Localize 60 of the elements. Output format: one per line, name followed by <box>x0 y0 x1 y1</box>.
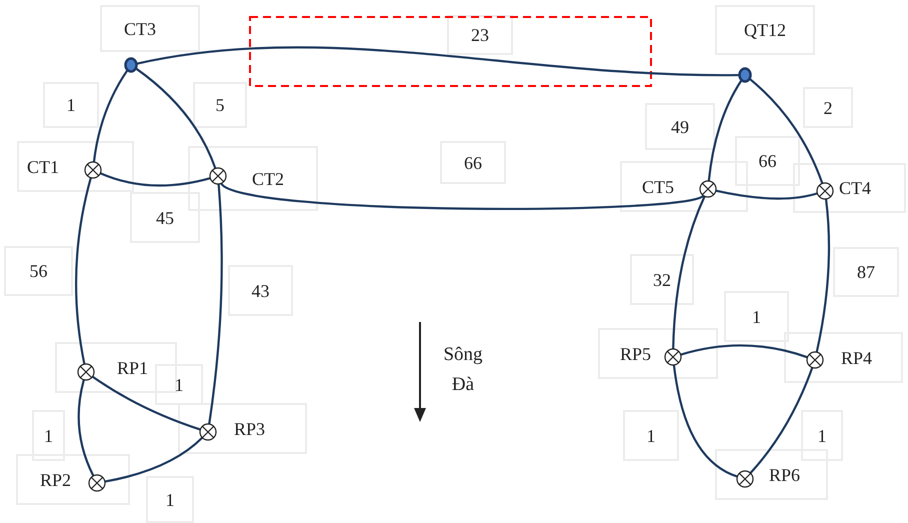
pipe-line <box>748 78 824 184</box>
pipe-line <box>680 344 808 358</box>
node-label: RP2 <box>16 454 130 505</box>
valve-symbol <box>77 363 95 381</box>
edge-label: 66 <box>440 141 506 184</box>
edge-label: 56 <box>4 246 73 296</box>
valve-symbol <box>84 161 102 179</box>
pipe-line <box>672 196 706 350</box>
pipe-line <box>78 379 94 476</box>
valve-symbol <box>664 348 682 366</box>
junction-dot <box>738 67 752 83</box>
edge-label: 1 <box>623 410 679 461</box>
node-label: RP1 <box>55 342 177 393</box>
node-label: CT3 <box>100 5 200 52</box>
edge-label: 23 <box>447 15 513 55</box>
edge-label: 1 <box>43 82 99 128</box>
valve-symbol <box>199 423 217 441</box>
edge-label: 49 <box>645 103 715 150</box>
edge-label: 32 <box>630 254 694 305</box>
edge-label: 2 <box>803 87 853 128</box>
pipe-line <box>750 367 814 474</box>
pipe-line <box>92 69 129 162</box>
pipe-line <box>672 364 738 478</box>
edge-label: 1 <box>724 291 789 342</box>
node-label: CT5 <box>620 161 748 212</box>
edge-label: 1 <box>146 476 194 523</box>
pipe-line <box>104 436 204 483</box>
pipe-line <box>136 46 739 76</box>
node-label: RP6 <box>715 449 828 500</box>
valve-symbol <box>209 167 227 185</box>
valve-symbol <box>699 180 717 198</box>
node-label: CT2 <box>188 146 318 211</box>
valve-symbol <box>736 470 754 488</box>
pipe-line <box>816 198 830 352</box>
edge-label: 1 <box>801 410 843 461</box>
node-label: QT12 <box>715 5 815 55</box>
pipe-line <box>220 182 704 210</box>
pipe-line <box>75 177 92 364</box>
node-label: RP5 <box>598 328 718 379</box>
valve-symbol <box>806 351 824 369</box>
pipe-line <box>100 172 211 187</box>
river-label: Sông Đà <box>442 343 484 397</box>
node-label: RP4 <box>784 332 903 383</box>
pipe-line <box>92 376 201 431</box>
edge-label: 87 <box>833 247 899 297</box>
edge-label: 1 <box>155 364 203 405</box>
pipe-line <box>708 79 743 182</box>
edge-label: 66 <box>735 136 800 186</box>
pipe-line <box>208 184 223 424</box>
edge-label: 5 <box>193 82 247 128</box>
edge-label: 45 <box>130 192 200 243</box>
junction-dot <box>124 57 138 73</box>
valve-symbol <box>816 182 834 200</box>
pipe-line <box>716 190 818 200</box>
edge-label: 1 <box>32 410 65 461</box>
valve-symbol <box>88 474 106 492</box>
node-label: CT1 <box>17 141 134 192</box>
edge-label: 43 <box>228 265 293 316</box>
pipe-line <box>135 68 216 169</box>
node-label: CT4 <box>793 163 906 213</box>
